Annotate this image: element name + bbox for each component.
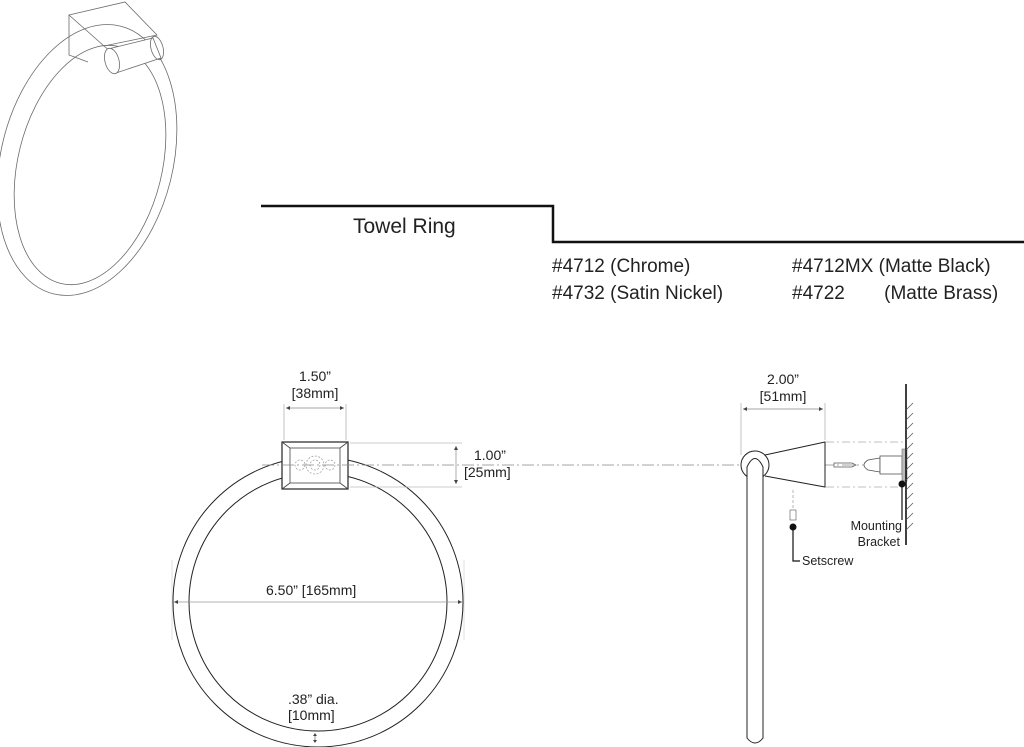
model-number: #4732 (Satin Nickel) xyxy=(552,284,723,303)
rod-diameter-dimension: .38” dia. [10mm] xyxy=(288,692,339,722)
mount-height-dimension: 1.00” [25mm] xyxy=(464,448,511,479)
dimension-mm: [51mm] xyxy=(759,388,807,404)
front-view xyxy=(171,404,905,747)
model-id: #4732 xyxy=(552,283,605,304)
dimension-inch: 1.00” xyxy=(474,447,506,463)
model-id: #4722 xyxy=(792,283,845,304)
model-finish: (Chrome) xyxy=(610,256,691,277)
dimension-mm: [25mm] xyxy=(464,464,511,480)
model-number: #4722 (Matte Brass) xyxy=(792,284,998,303)
dimension-inch: 2.00” xyxy=(767,371,799,387)
model-id: #4712MX xyxy=(792,256,874,277)
dimension-inch: .38” dia. xyxy=(288,691,339,707)
dimension-mm: [10mm] xyxy=(288,707,335,723)
product-title: Towel Ring xyxy=(353,215,456,238)
model-finish: (Matte Brass) xyxy=(884,283,999,304)
dimension-inch: 1.50” xyxy=(299,368,331,384)
perspective-view xyxy=(0,1,178,296)
model-number: #4712MX (Matte Black) xyxy=(792,257,991,276)
model-number: #4712 (Chrome) xyxy=(552,257,690,276)
mounting-bracket-callout: Mounting Bracket xyxy=(846,520,902,548)
callout-text: Bracket xyxy=(857,534,900,549)
model-finish: (Satin Nickel) xyxy=(610,283,724,304)
header-rule xyxy=(261,204,1024,244)
model-id: #4712 xyxy=(552,256,605,277)
setscrew-callout: Setscrew xyxy=(802,554,854,568)
side-view xyxy=(740,384,914,744)
callout-text: Mounting xyxy=(850,519,902,533)
mount-width-dimension: 1.50” [38mm] xyxy=(286,369,344,400)
ring-diameter-dimension: 6.50” [165mm] xyxy=(266,582,357,598)
projection-dimension: 2.00” [51mm] xyxy=(742,372,824,403)
model-finish: (Matte Black) xyxy=(878,256,991,277)
dimension-mm: [38mm] xyxy=(291,385,339,401)
